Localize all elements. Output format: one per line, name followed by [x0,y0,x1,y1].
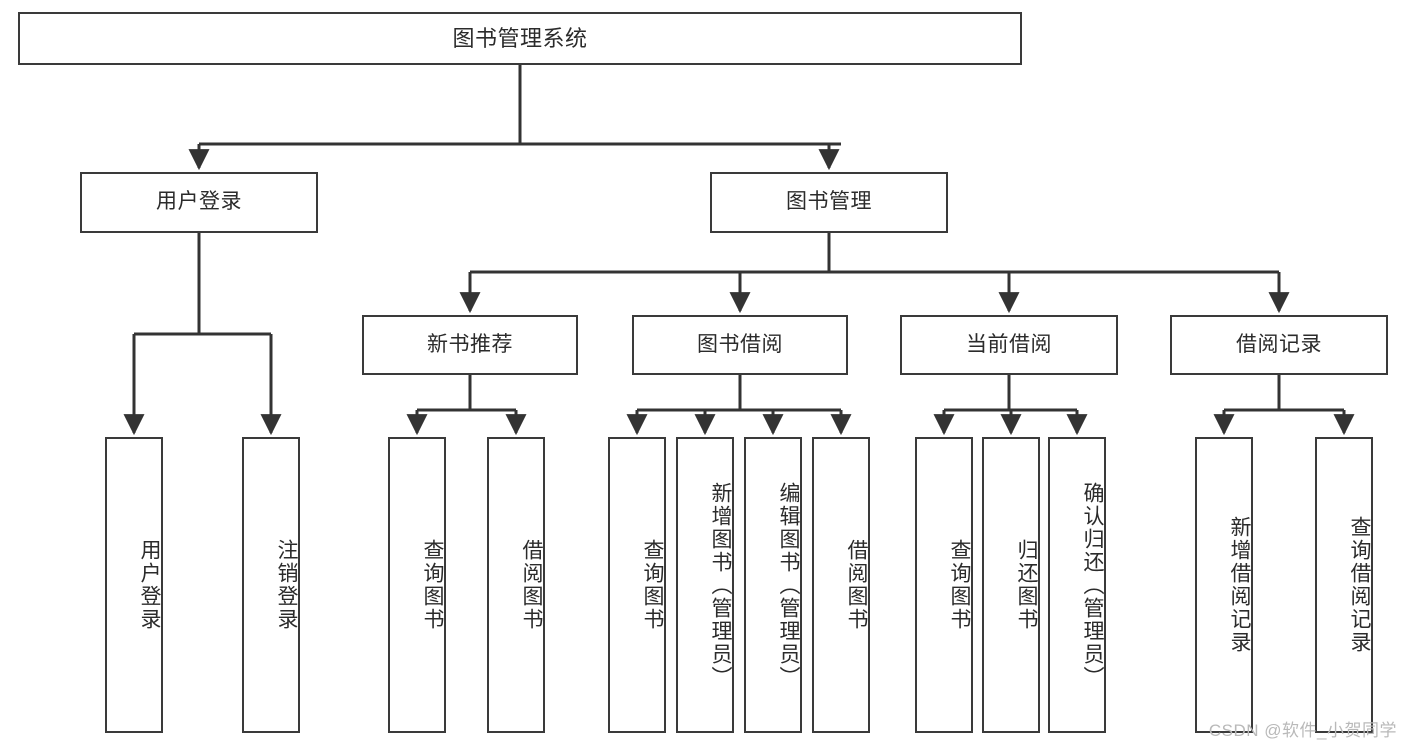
node-leaf-label: 归还图书 [1015,539,1038,631]
node-level3-label: 当前借阅 [966,332,1052,356]
node-leaf-label: 用户登录 [138,539,161,631]
node-leaf[interactable]: 注销登录 [242,437,300,733]
node-leaf[interactable]: 借阅图书 [812,437,870,733]
node-leaf-label: 查询图书 [948,539,971,631]
node-leaf-label: 新增图书（管理员） [709,481,732,689]
node-level3[interactable]: 当前借阅 [900,315,1118,375]
node-level2[interactable]: 图书管理 [710,172,948,233]
node-leaf-label: 注销登录 [275,539,298,631]
node-level3[interactable]: 图书借阅 [632,315,848,375]
node-leaf-label: 查询图书 [421,539,444,631]
watermark-text: CSDN @软件_小贺同学 [1208,721,1397,740]
node-level2-label: 用户登录 [156,190,242,214]
node-leaf[interactable]: 新增借阅记录 [1195,437,1253,733]
node-leaf[interactable]: 查询图书 [608,437,666,733]
node-level3-label: 借阅记录 [1236,332,1322,356]
node-leaf[interactable]: 新增图书（管理员） [676,437,734,733]
node-root[interactable]: 图书管理系统 [18,12,1022,65]
node-level2[interactable]: 用户登录 [80,172,318,233]
node-leaf[interactable]: 查询图书 [388,437,446,733]
node-leaf-label: 查询借阅记录 [1348,516,1371,654]
node-level3[interactable]: 借阅记录 [1170,315,1388,375]
node-leaf[interactable]: 编辑图书（管理员） [744,437,802,733]
node-leaf[interactable]: 确认归还（管理员） [1048,437,1106,733]
node-leaf[interactable]: 归还图书 [982,437,1040,733]
node-leaf[interactable]: 用户登录 [105,437,163,733]
node-leaf[interactable]: 查询借阅记录 [1315,437,1373,733]
node-leaf-label: 新增借阅记录 [1228,516,1251,654]
node-leaf-label: 查询图书 [641,539,664,631]
node-leaf[interactable]: 查询图书 [915,437,973,733]
node-leaf-label: 编辑图书（管理员） [777,481,800,689]
node-level3-label: 新书推荐 [427,332,513,356]
node-level3[interactable]: 新书推荐 [362,315,578,375]
node-level2-label: 图书管理 [786,190,872,214]
node-leaf-label: 确认归还（管理员） [1081,481,1104,689]
node-leaf-label: 借阅图书 [845,539,868,631]
node-leaf-label: 借阅图书 [520,539,543,631]
node-level3-label: 图书借阅 [697,332,783,356]
node-root-label: 图书管理系统 [452,25,588,51]
node-leaf[interactable]: 借阅图书 [487,437,545,733]
